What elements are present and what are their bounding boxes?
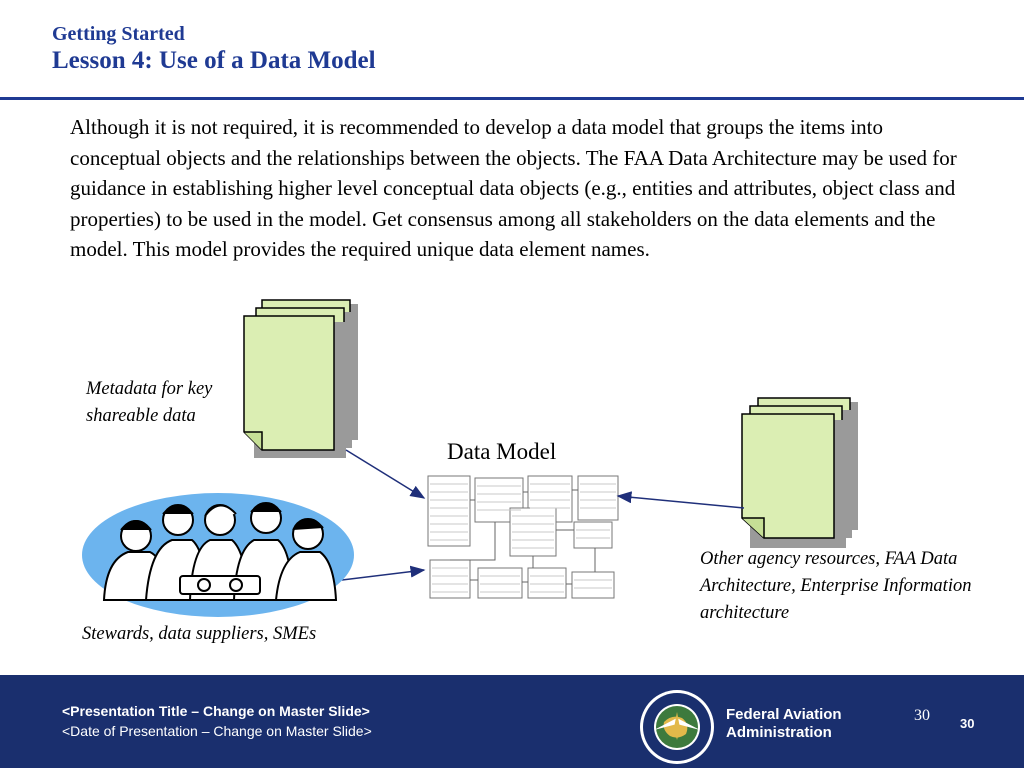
- stewards-arrow: [341, 565, 426, 581]
- metadata-arrow: [345, 449, 426, 499]
- footer-presentation-date: <Date of Presentation – Change on Master…: [62, 723, 372, 739]
- footer-bar: [0, 675, 1024, 768]
- data-model-label: Data Model: [447, 439, 557, 464]
- faa-seal-icon: [640, 690, 714, 764]
- faa-agency-name: Federal Aviation Administration: [726, 706, 842, 742]
- slide-number: 30: [914, 707, 930, 724]
- body-paragraph: Although it is not required, it is recom…: [70, 115, 957, 261]
- stewards-label: Stewards, data suppliers, SMEs: [82, 624, 317, 644]
- data-model-diagram: [427, 475, 619, 599]
- faa-agency-name-line2: Administration: [726, 724, 832, 741]
- diagram-art: [82, 299, 858, 617]
- footer-presentation-title: <Presentation Title – Change on Master S…: [62, 703, 370, 719]
- other-resources-label: Other agency resources, FAA Data Archite…: [700, 549, 972, 623]
- slide-subtitle: Getting Started: [52, 23, 185, 45]
- slide-number-bold: 30: [960, 716, 975, 731]
- resources-arrow: [616, 491, 745, 509]
- faa-agency-name-line1: Federal Aviation: [726, 706, 842, 723]
- title-divider: [0, 97, 1024, 100]
- slide-title: Lesson 4: Use of a Data Model: [52, 47, 376, 74]
- metadata-document-stack-icon: [243, 299, 358, 458]
- metadata-label: Metadata for key shareable data: [86, 379, 213, 426]
- title-block: Getting Started Lesson 4: Use of a Data …: [52, 22, 376, 76]
- resources-document-stack-icon: [741, 397, 858, 548]
- stakeholders-group-icon: [82, 493, 354, 617]
